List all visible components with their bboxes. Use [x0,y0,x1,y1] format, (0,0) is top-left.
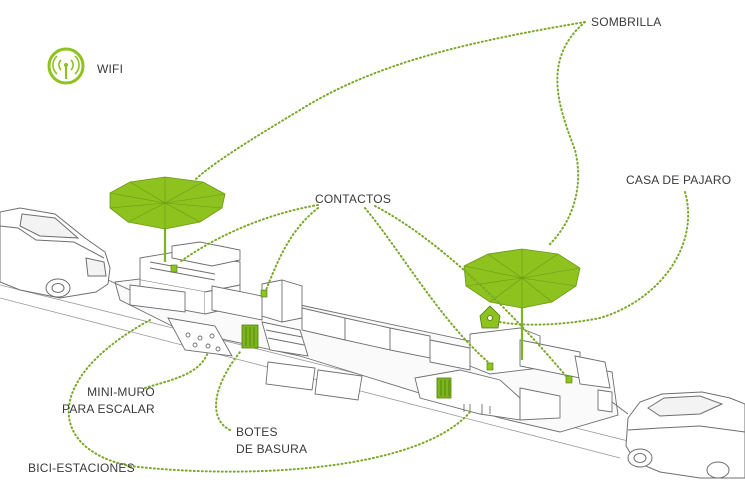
wifi-icon [47,47,85,85]
trash-bin-left [241,324,259,349]
car-right [625,391,745,479]
leader-contactos-4 [374,205,567,377]
label-botes-de-basura: BOTES DE BASURA [236,424,307,458]
label-bici-estaciones: BICI-ESTACIONES [28,461,135,475]
label-casa-de-pajaro: CASA DE PAJARO [626,173,732,187]
leader-bici-right [129,411,471,473]
trash-bin-right [436,377,452,399]
label-contactos: CONTACTOS [315,192,392,206]
label-mini-muro-line1: MINI-MURO [87,385,155,399]
leader-contactos-1 [179,204,319,263]
leader-bici-left [67,319,151,467]
bird-house [479,305,501,329]
leader-sombrilla-right [547,21,586,247]
umbrella-left [109,176,226,262]
leader-sombrilla-left [194,21,586,181]
label-botes-line2: DE BASURA [236,442,308,456]
label-mini-muro-para-escalar: MINI-MURO PARA ESCALAR [62,384,155,418]
leader-lines [67,21,690,473]
leader-botes [215,351,241,431]
label-sombrilla: SOMBRILLA [591,15,662,29]
label-wifi: WIFI [97,62,124,76]
umbrella-right [463,248,581,360]
leader-contactos-3 [364,207,489,363]
label-botes-line1: BOTES [236,425,278,439]
leader-casa-pajaro [499,191,690,326]
leader-contactos-2 [265,207,319,291]
label-mini-muro-line2: PARA ESCALAR [62,402,155,416]
contact-outlets [170,264,573,384]
car-left [0,207,111,299]
leader-mini-muro [144,351,209,389]
